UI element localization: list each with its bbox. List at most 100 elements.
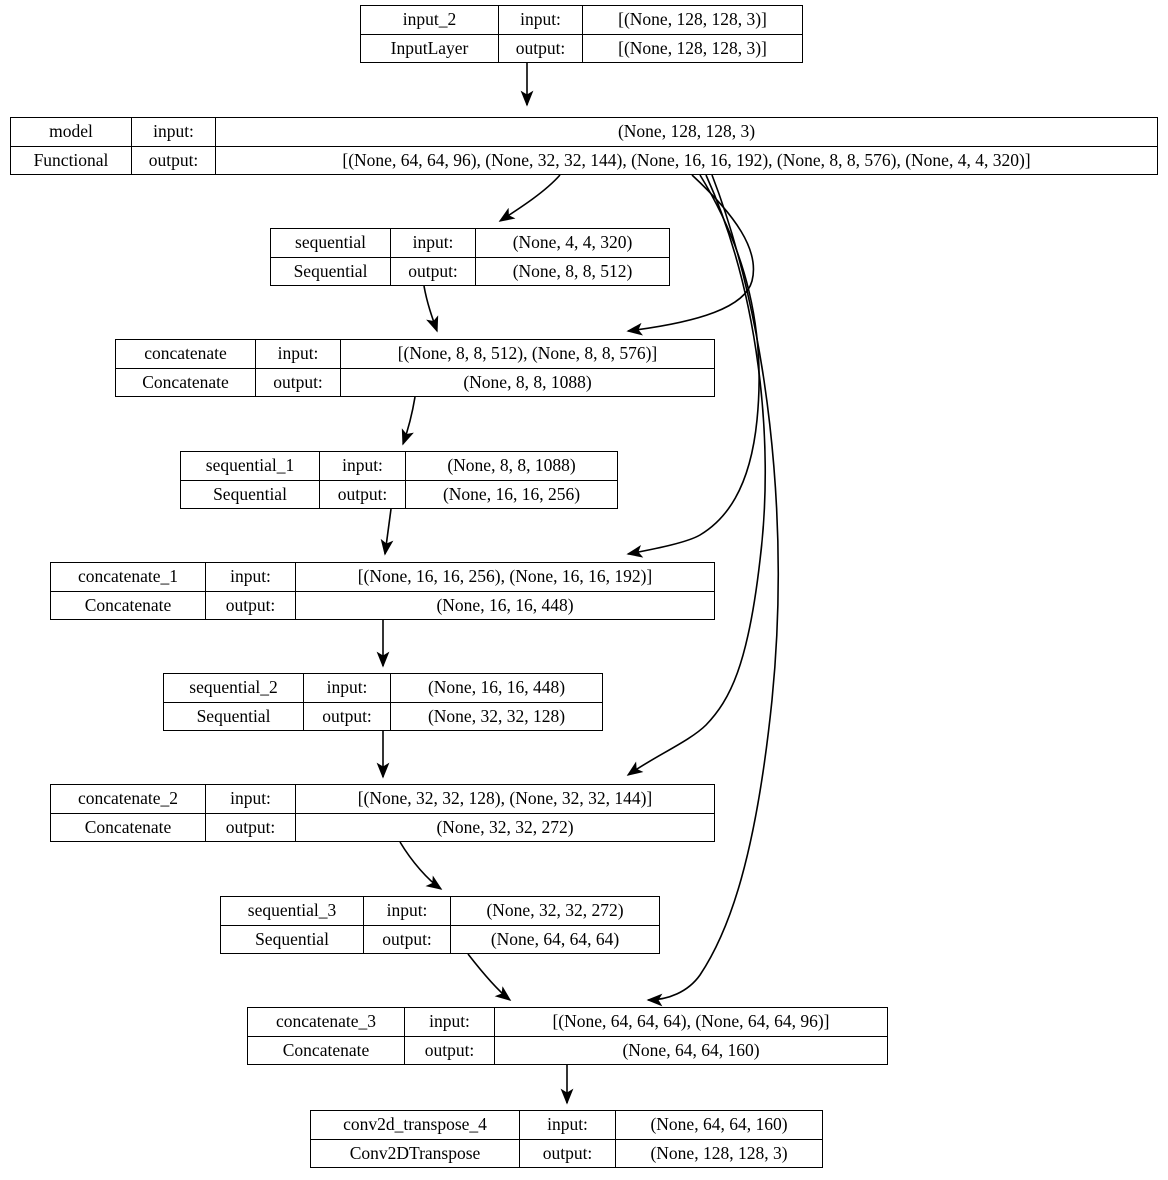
- layer-name: sequential_1: [181, 452, 320, 480]
- input-label: input:: [364, 897, 451, 925]
- output-label: output:: [520, 1139, 616, 1167]
- layer-class: Sequential: [181, 480, 320, 508]
- input-shape: (None, 8, 8, 1088): [447, 455, 576, 475]
- edge-sequential_3-to-concatenate_3: [467, 953, 512, 1001]
- layer-class: Sequential: [164, 702, 304, 730]
- layer-class: Conv2DTranspose: [311, 1139, 520, 1167]
- input-shape: [(None, 128, 128, 3)]: [618, 9, 767, 29]
- input-label: input:: [405, 1008, 495, 1036]
- edge-sequential_1-to-concatenate_1: [380, 508, 394, 556]
- layer-name: conv2d_transpose_4: [311, 1111, 520, 1139]
- input-label: input:: [304, 674, 391, 702]
- layer-class: Concatenate: [51, 813, 206, 841]
- input-label: input:: [132, 118, 216, 146]
- input-shape: (None, 64, 64, 160): [650, 1114, 788, 1134]
- output-label: output:: [320, 480, 406, 508]
- input-shape: [(None, 64, 64, 64), (None, 64, 64, 96)]: [552, 1011, 830, 1031]
- layer-name: sequential: [271, 229, 391, 257]
- output-shape: [(None, 128, 128, 3)]: [618, 37, 767, 58]
- layer-name: concatenate_1: [51, 563, 206, 591]
- layer-name: input_2: [361, 6, 499, 34]
- layer-class: Sequential: [271, 257, 391, 285]
- input-shape: (None, 128, 128, 3): [617, 121, 756, 141]
- input-shape: (None, 4, 4, 320): [512, 232, 633, 252]
- output-shape: (None, 32, 32, 272): [436, 816, 574, 837]
- layer-class: Concatenate: [116, 368, 256, 396]
- output-label: output:: [256, 368, 341, 396]
- edge-concatenate_2-to-sequential_3: [399, 841, 443, 890]
- layer-name: sequential_3: [221, 897, 364, 925]
- output-label: output:: [499, 34, 583, 62]
- layer-class: Functional: [11, 146, 132, 174]
- layer-class: Concatenate: [248, 1036, 405, 1064]
- layer-name: concatenate_2: [51, 785, 206, 813]
- input-label: input:: [391, 229, 476, 257]
- layer-name: model: [11, 118, 132, 146]
- input-shape: (None, 16, 16, 448): [427, 677, 566, 697]
- input-label: input:: [206, 563, 296, 591]
- output-shape: (None, 64, 64, 64): [490, 928, 620, 949]
- input-label: input:: [256, 340, 341, 368]
- input-label: input:: [520, 1111, 616, 1139]
- input-shape: [(None, 8, 8, 512), (None, 8, 8, 576)]: [397, 343, 658, 363]
- edge-model-to-sequential: [498, 174, 561, 222]
- output-label: output:: [364, 925, 451, 953]
- layer-name: concatenate_3: [248, 1008, 405, 1036]
- output-label: output:: [304, 702, 391, 730]
- output-label: output:: [391, 257, 476, 285]
- output-label: output:: [405, 1036, 495, 1064]
- edge-concatenate-to-sequential_1: [401, 396, 416, 446]
- output-shape: [(None, 64, 64, 96), (None, 32, 32, 144)…: [342, 149, 1031, 170]
- output-label: output:: [132, 146, 216, 174]
- output-shape: (None, 32, 32, 128): [427, 705, 566, 726]
- input-label: input:: [499, 6, 583, 34]
- layer-class: Sequential: [221, 925, 364, 953]
- output-shape: (None, 16, 16, 448): [436, 594, 574, 615]
- input-label: input:: [320, 452, 406, 480]
- edge-sequential-to-concatenate: [423, 285, 439, 333]
- output-shape: (None, 16, 16, 256): [442, 483, 581, 504]
- output-shape: (None, 8, 8, 512): [512, 260, 633, 281]
- output-shape: (None, 64, 64, 160): [622, 1039, 760, 1060]
- layer-class: Concatenate: [51, 591, 206, 619]
- input-label: input:: [206, 785, 296, 813]
- input-shape: [(None, 16, 16, 256), (None, 16, 16, 192…: [357, 566, 653, 586]
- input-shape: [(None, 32, 32, 128), (None, 32, 32, 144…: [357, 788, 653, 808]
- layer-name: sequential_2: [164, 674, 304, 702]
- layer-name: concatenate: [116, 340, 256, 368]
- output-shape: (None, 128, 128, 3): [650, 1142, 788, 1163]
